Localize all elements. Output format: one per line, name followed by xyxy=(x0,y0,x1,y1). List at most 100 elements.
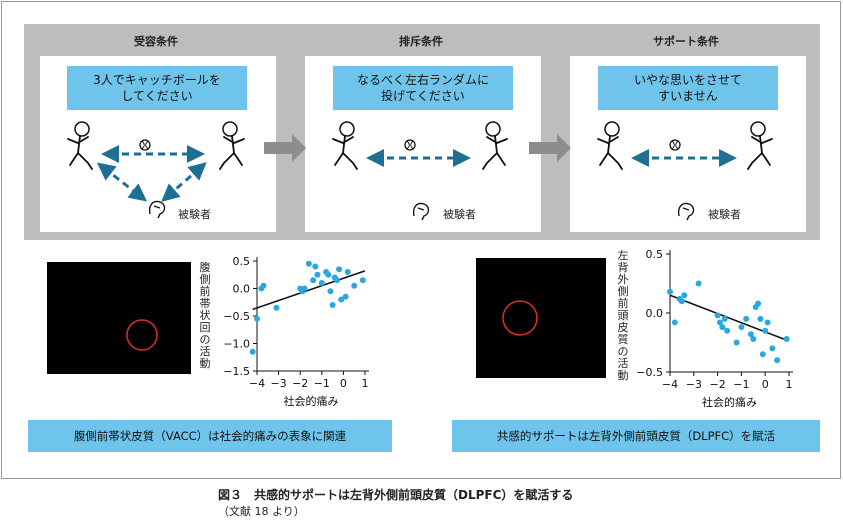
thrower-left-figure xyxy=(597,121,623,170)
figure-caption: 図３ 共感的サポートは左背外側前頭皮質（DLPFC）を賦活する xyxy=(218,488,574,502)
thrower-right-figure xyxy=(219,121,245,170)
data-point xyxy=(305,260,312,267)
data-point xyxy=(724,327,731,334)
data-point xyxy=(318,280,325,286)
condition-title-support: サポート条件 xyxy=(653,35,719,48)
thrower-left-figure xyxy=(332,121,358,170)
y-tick-label: 0.0 xyxy=(646,307,664,320)
data-point xyxy=(714,312,721,319)
x-tick-label: −2 xyxy=(709,378,725,391)
flow-arrow-1 xyxy=(264,134,306,162)
data-point xyxy=(260,282,267,289)
brain-scan-vacc xyxy=(47,262,191,374)
data-point xyxy=(678,298,685,305)
data-point xyxy=(757,315,764,322)
flow-arrow-2 xyxy=(529,134,571,162)
data-point xyxy=(344,269,351,275)
x-tick-label: 0 xyxy=(340,377,347,390)
y-tick-label: −0.5 xyxy=(636,366,663,379)
subject-label-exclude: 被験者 xyxy=(443,208,476,221)
data-point xyxy=(254,315,260,322)
roi-circle xyxy=(126,319,158,351)
subject-hand-icon xyxy=(677,202,695,221)
chart1-ylabel: 腹側前帯状回の活動 xyxy=(199,262,211,370)
data-point xyxy=(329,302,336,308)
x-tick-label: −2 xyxy=(292,377,308,390)
data-point xyxy=(333,277,340,284)
ball-icon xyxy=(139,139,151,151)
ball-icon xyxy=(669,139,681,151)
x-tick-label: 1 xyxy=(786,378,793,391)
chart2-ylabel: 左背外側前頭皮質の活動 xyxy=(617,250,629,382)
caption-box-right: 共感的サポートは左背外側前頭皮質（DLPFC）を賦活 xyxy=(452,420,820,452)
y-tick-label: −1.0 xyxy=(223,338,250,351)
condition-title-exclude: 排斥条件 xyxy=(399,35,443,48)
data-point xyxy=(755,300,762,307)
data-point xyxy=(273,304,280,311)
data-point xyxy=(327,288,334,295)
x-tick-label: −1 xyxy=(733,378,749,391)
figure-source: （文献 18 より） xyxy=(218,505,305,518)
subject-label-support: 被験者 xyxy=(708,208,741,221)
data-point xyxy=(359,277,366,284)
data-point xyxy=(336,266,343,273)
data-point xyxy=(719,324,726,331)
panel-illustrations xyxy=(67,121,773,221)
x-tick-label: −1 xyxy=(314,377,330,390)
data-point xyxy=(314,271,321,278)
x-tick-label: −4 xyxy=(662,378,678,391)
data-point xyxy=(738,324,745,331)
condition-title-accept: 受容条件 xyxy=(134,35,178,48)
speech-box-support: いやな思いをさせて すいません xyxy=(598,66,778,110)
x-tick-label: −4 xyxy=(249,377,265,390)
y-tick-label: 0.5 xyxy=(233,255,251,268)
data-point xyxy=(310,277,317,284)
data-point xyxy=(249,348,256,355)
speech-box-accept: 3人でキャッチボールを してください xyxy=(67,66,247,110)
data-point xyxy=(325,271,332,278)
data-point xyxy=(716,319,723,326)
subject-hand-icon xyxy=(148,200,166,219)
data-point xyxy=(338,296,345,303)
caption-box-left: 腹側前帯状皮質（VACC）は社会的痛みの表象に関連 xyxy=(28,420,392,452)
speech-box-exclude: なるべく左右ランダムに 投げてください xyxy=(333,66,513,110)
subject-hand-icon xyxy=(412,202,430,221)
thrower-right-figure xyxy=(482,121,508,170)
roi-circle xyxy=(502,300,538,336)
x-tick-label: 0 xyxy=(762,378,769,391)
data-point xyxy=(312,263,319,270)
thrower-right-figure xyxy=(747,121,773,170)
data-point xyxy=(774,357,781,364)
data-point xyxy=(342,293,349,300)
data-point xyxy=(733,339,740,346)
x-axis-label: 社会的痛み xyxy=(284,394,339,408)
subject-label-accept: 被験者 xyxy=(178,208,211,221)
data-point xyxy=(743,315,750,322)
data-point xyxy=(721,315,728,322)
chart1-ylabel-text: 腹側前帯状回の活動 xyxy=(199,261,211,370)
data-point xyxy=(681,292,688,299)
data-point xyxy=(671,319,678,326)
trend-line xyxy=(252,270,366,311)
y-tick-label: −1.5 xyxy=(223,365,250,378)
data-point xyxy=(759,351,766,358)
data-point xyxy=(764,319,771,326)
data-point xyxy=(695,280,702,287)
brain-scan-dlpfc xyxy=(476,258,606,378)
data-point xyxy=(769,345,776,352)
x-tick-label: −3 xyxy=(686,378,702,391)
data-point xyxy=(747,331,754,338)
thrower-left-figure xyxy=(67,121,93,170)
data-point xyxy=(351,282,358,289)
data-point xyxy=(762,327,769,334)
data-point xyxy=(783,335,790,342)
data-point xyxy=(301,285,308,292)
x-tick-label: 1 xyxy=(362,377,369,390)
data-point xyxy=(750,335,757,342)
y-tick-label: −0.5 xyxy=(223,310,250,323)
y-tick-label: 0.5 xyxy=(646,248,664,261)
chart2-ylabel-text: 左背外側前頭皮質の活動 xyxy=(617,249,629,382)
ball-icon xyxy=(404,139,416,151)
